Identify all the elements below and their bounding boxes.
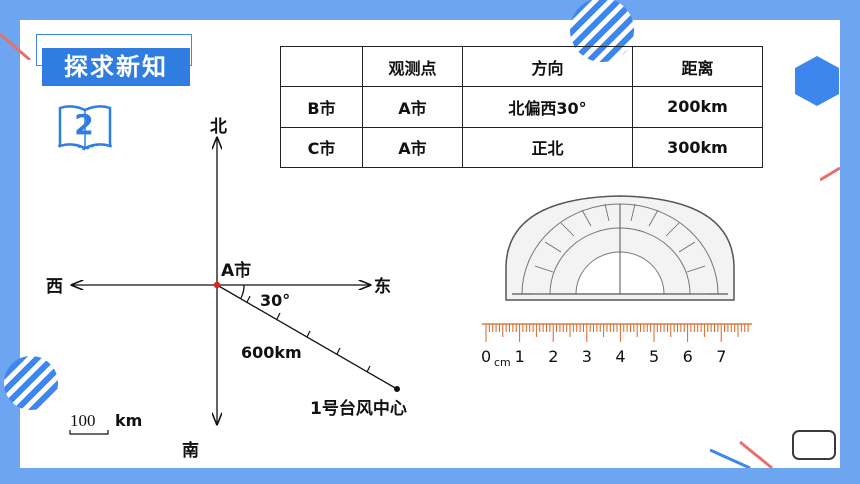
table-cell-distance: 300km [632, 126, 763, 169]
section-number: 2 [74, 108, 94, 141]
angle-label: 30° [260, 291, 290, 310]
ruler-label: 3 [582, 347, 592, 366]
angle-arc [240, 284, 245, 299]
north-label: 北 [210, 117, 227, 137]
ruler-label: 1 [515, 347, 525, 366]
slide-page: 探求新知 2 观测点 方向 距离 B市 A市 北偏西30° 200km C市 A… [0, 0, 840, 468]
path-tick [246, 295, 251, 303]
scale-value: 100 [70, 411, 96, 430]
ruler-label: 4 [615, 347, 625, 366]
corner-line-decoration-bottom [710, 440, 773, 468]
section-title: 探求新知 [42, 48, 190, 86]
table-header-row: 观测点 方向 距离 [280, 45, 763, 88]
typhoon-center-point [394, 386, 400, 392]
south-label: 南 [182, 440, 199, 461]
ruler-label: 7 [716, 347, 726, 366]
side-line-decoration [820, 166, 840, 182]
east-label: 东 [374, 276, 391, 297]
table-cell-city: C市 [280, 126, 363, 169]
table-header-cell: 方向 [462, 45, 633, 88]
table-header-cell: 观测点 [362, 45, 463, 88]
table-cell-distance: 200km [632, 86, 763, 128]
table-header-cell: 距离 [632, 45, 763, 88]
direction-diagram: 北 南 西 东 A市 30° 600km 1号台风中心 100 km [46, 117, 752, 461]
typhoon-center-label: 1号台风中心 [310, 398, 407, 419]
striped-circle-decoration-left [4, 356, 58, 410]
ruler-label: 0 [481, 347, 491, 366]
table-row: B市 A市 北偏西30° 200km [280, 86, 763, 128]
table-row: C市 A市 正北 300km [280, 126, 763, 169]
scale-unit: km [115, 411, 142, 430]
ruler-label: 2 [548, 347, 558, 366]
hexagon-decoration [795, 56, 839, 106]
table-cell-direction: 正北 [462, 126, 633, 169]
origin-point [213, 281, 221, 289]
protractor-image [505, 195, 735, 301]
table-cell-point: A市 [362, 126, 463, 169]
path-tick [336, 347, 341, 355]
path-tick [366, 365, 371, 373]
distance-label: 600km [241, 343, 302, 362]
open-book-icon [57, 105, 113, 151]
origin-label: A市 [221, 260, 251, 281]
ruler-unit: cm [494, 356, 511, 369]
ruler-image: 0 1 2 3 4 5 6 7 cm [481, 323, 752, 369]
corner-line-decoration [0, 32, 31, 60]
west-label: 西 [46, 277, 63, 297]
table-header-cell [280, 45, 363, 88]
scale-bar [69, 430, 109, 435]
path-tick [306, 330, 311, 338]
table-cell-point: A市 [362, 86, 463, 128]
ruler-label: 5 [649, 347, 659, 366]
next-page-button[interactable] [792, 430, 836, 460]
observation-table: 观测点 方向 距离 B市 A市 北偏西30° 200km C市 A市 正北 30… [280, 45, 763, 169]
path-tick [276, 312, 281, 320]
ruler-label: 6 [683, 347, 693, 366]
